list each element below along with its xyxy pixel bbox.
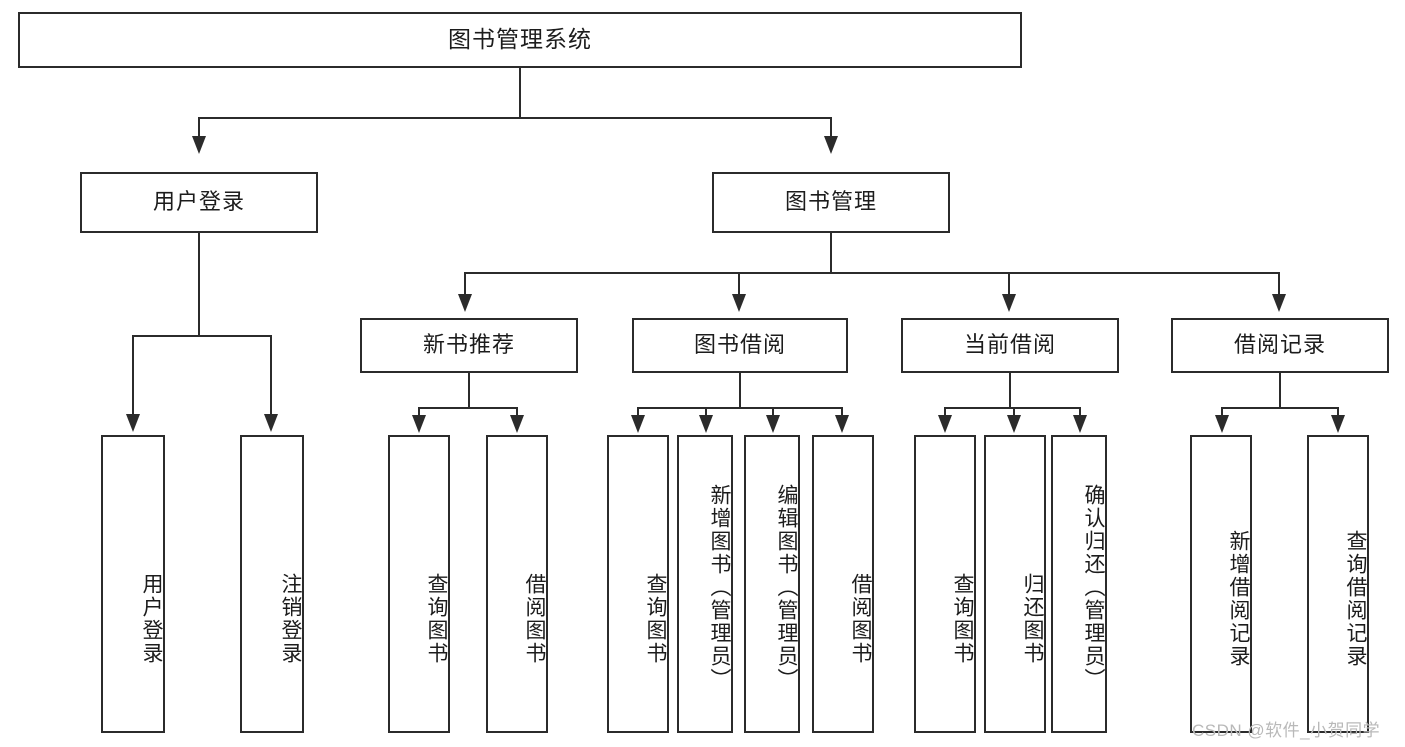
arrowhead-to-borrow-record — [1272, 294, 1286, 312]
arrowhead-to-leaf-query-book-1 — [412, 415, 426, 433]
node-label: 查询图书 — [425, 573, 448, 665]
arrowhead-to-leaf-logout-login — [264, 414, 278, 432]
node-label: 借阅图书 — [523, 573, 546, 665]
edge-root-stem — [519, 68, 521, 118]
node-label: 编辑图书（管理员） — [775, 483, 798, 691]
node-leaf-query-record[interactable]: 查询借阅记录 — [1307, 435, 1369, 733]
node-label: 图书借阅 — [693, 332, 786, 358]
arrowhead-to-leaf-edit-book — [766, 415, 780, 433]
node-leaf-borrow-book-1[interactable]: 借阅图书 — [486, 435, 548, 733]
node-book-management[interactable]: 图书管理 — [712, 172, 950, 233]
edge-bookborrow-stem — [739, 373, 741, 409]
arrowhead-to-book-management — [824, 136, 838, 154]
edge-userlogin-bus — [132, 335, 272, 337]
node-current-borrow[interactable]: 当前借阅 — [901, 318, 1119, 373]
node-leaf-edit-book[interactable]: 编辑图书（管理员） — [744, 435, 800, 733]
edge-bookmgmt-drop-1 — [464, 272, 466, 296]
node-label: 归还图书 — [1021, 573, 1044, 665]
edge-currentborrow-drop-2 — [1013, 407, 1015, 419]
node-root-system[interactable]: 图书管理系统 — [18, 12, 1022, 68]
edge-currentborrow-stem — [1009, 373, 1011, 409]
edge-bookmgmt-stem — [830, 233, 832, 274]
node-label: 确认归还（管理员） — [1082, 483, 1105, 691]
node-label: 查询图书 — [951, 573, 974, 665]
edge-bookborrow-drop-1 — [637, 407, 639, 419]
node-label: 注销登录 — [279, 573, 302, 665]
arrowhead-to-leaf-add-book — [699, 415, 713, 433]
edge-borrowrecord-stem — [1279, 373, 1281, 409]
node-label: 查询图书 — [644, 573, 667, 665]
node-leaf-query-book-1[interactable]: 查询图书 — [388, 435, 450, 733]
node-book-borrow[interactable]: 图书借阅 — [632, 318, 848, 373]
edge-root-drop-right — [830, 117, 832, 139]
edge-bookborrow-drop-2 — [705, 407, 707, 419]
node-label: 新增图书（管理员） — [708, 483, 731, 691]
node-leaf-confirm-return[interactable]: 确认归还（管理员） — [1051, 435, 1107, 733]
node-label: 新书推荐 — [422, 332, 515, 358]
arrowhead-to-current-borrow — [1002, 294, 1016, 312]
arrowhead-to-leaf-confirm-return — [1073, 415, 1087, 433]
node-user-login[interactable]: 用户登录 — [80, 172, 318, 233]
node-leaf-user-login[interactable]: 用户登录 — [101, 435, 165, 733]
node-leaf-borrow-book-2[interactable]: 借阅图书 — [812, 435, 874, 733]
arrowhead-to-leaf-borrow-book-2 — [835, 415, 849, 433]
edge-bookborrow-drop-4 — [841, 407, 843, 419]
edge-borrowrecord-drop-2 — [1337, 407, 1339, 419]
arrowhead-to-new-book-recommend — [458, 294, 472, 312]
edge-newbook-drop-2 — [516, 407, 518, 419]
edge-userlogin-drop-1 — [132, 335, 134, 417]
edge-bookmgmt-drop-3 — [1008, 272, 1010, 296]
arrowhead-to-user-login — [192, 136, 206, 154]
arrowhead-to-leaf-query-record — [1331, 415, 1345, 433]
edge-userlogin-drop-2 — [270, 335, 272, 417]
edge-root-bus — [198, 117, 832, 119]
edge-bookmgmt-drop-2 — [738, 272, 740, 296]
node-leaf-return-book[interactable]: 归还图书 — [984, 435, 1046, 733]
node-leaf-add-book[interactable]: 新增图书（管理员） — [677, 435, 733, 733]
node-label: 用户登录 — [140, 573, 163, 665]
node-leaf-logout-login[interactable]: 注销登录 — [240, 435, 304, 733]
edge-userlogin-stem — [198, 233, 200, 336]
edge-bookmgmt-drop-4 — [1278, 272, 1280, 296]
edge-newbook-drop-1 — [418, 407, 420, 419]
node-label: 新增借阅记录 — [1227, 530, 1250, 668]
arrowhead-to-leaf-borrow-book-1 — [510, 415, 524, 433]
edge-bookmgmt-bus — [464, 272, 1280, 274]
arrowhead-to-leaf-add-record — [1215, 415, 1229, 433]
edge-currentborrow-bus — [944, 407, 1081, 409]
arrowhead-to-book-borrow — [732, 294, 746, 312]
edge-bookborrow-bus — [637, 407, 843, 409]
edge-root-drop-left — [198, 117, 200, 139]
node-label: 查询借阅记录 — [1344, 530, 1367, 668]
node-label: 借阅记录 — [1233, 332, 1326, 358]
node-new-book-recommend[interactable]: 新书推荐 — [360, 318, 578, 373]
arrowhead-to-leaf-query-book-2 — [631, 415, 645, 433]
edge-currentborrow-drop-1 — [944, 407, 946, 419]
node-leaf-query-book-2[interactable]: 查询图书 — [607, 435, 669, 733]
node-label: 用户登录 — [152, 189, 245, 215]
node-leaf-add-record[interactable]: 新增借阅记录 — [1190, 435, 1252, 733]
edge-borrowrecord-bus — [1221, 407, 1339, 409]
node-leaf-query-book-3[interactable]: 查询图书 — [914, 435, 976, 733]
node-label: 图书管理 — [784, 189, 877, 215]
edge-currentborrow-drop-3 — [1079, 407, 1081, 419]
arrowhead-to-leaf-user-login — [126, 414, 140, 432]
edge-bookborrow-drop-3 — [772, 407, 774, 419]
node-label: 当前借阅 — [963, 332, 1056, 358]
arrowhead-to-leaf-return-book — [1007, 415, 1021, 433]
edge-newbook-bus — [418, 407, 518, 409]
arrowhead-to-leaf-query-book-3 — [938, 415, 952, 433]
node-label: 借阅图书 — [849, 573, 872, 665]
node-borrow-record[interactable]: 借阅记录 — [1171, 318, 1389, 373]
node-label: 图书管理系统 — [448, 26, 592, 53]
edge-newbook-stem — [468, 373, 470, 409]
watermark-credit: CSDN @软件_小贺同学 — [1192, 721, 1381, 740]
edge-borrowrecord-drop-1 — [1221, 407, 1223, 419]
